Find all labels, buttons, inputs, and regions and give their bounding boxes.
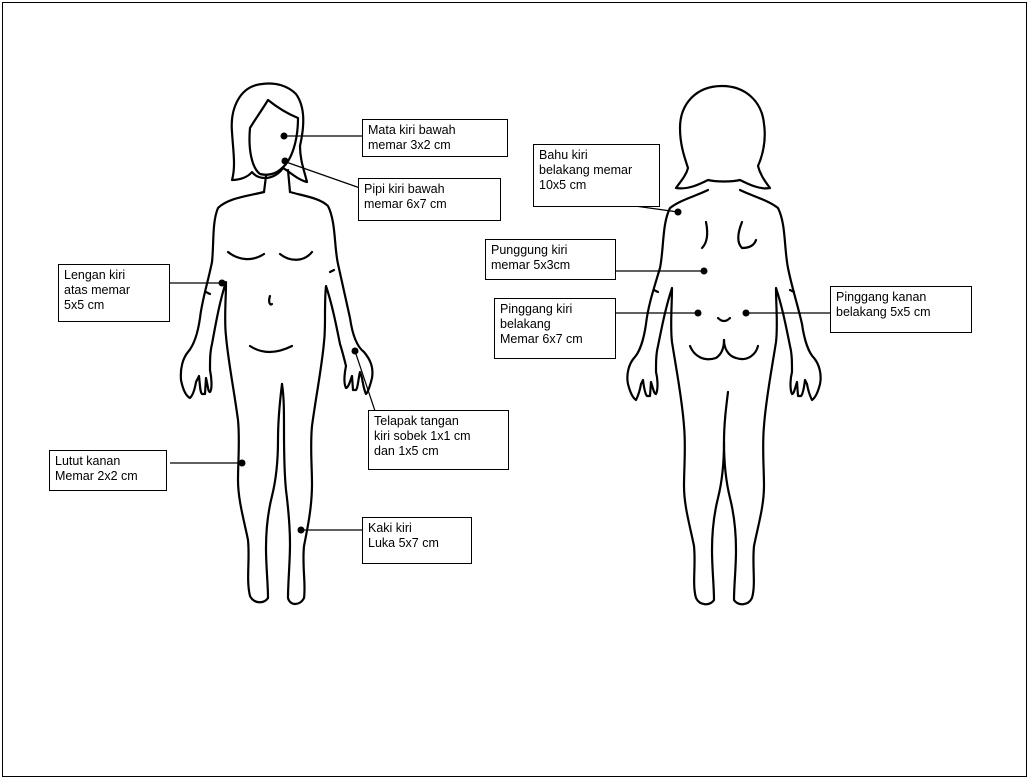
- wound-marker-telapak: [352, 348, 359, 355]
- front-body-figure: [181, 83, 373, 604]
- wound-marker-pinggang-kiri: [695, 310, 702, 317]
- wound-marker-pinggang-kanan: [743, 310, 750, 317]
- label-bahu-kiri: Bahu kiri belakang memar 10x5 cm: [533, 144, 660, 207]
- label-mata-kiri-bawah: Mata kiri bawah memar 3x2 cm: [362, 119, 508, 157]
- label-kaki-kiri: Kaki kiri Luka 5x7 cm: [362, 517, 472, 564]
- wound-marker-kaki: [298, 527, 305, 534]
- label-telapak-tangan: Telapak tangan kiri sobek 1x1 cm dan 1x5…: [368, 410, 509, 470]
- wound-marker-lengan: [219, 280, 226, 287]
- label-lengan-kiri: Lengan kiri atas memar 5x5 cm: [58, 264, 170, 322]
- wound-marker-lutut: [239, 460, 246, 467]
- wound-marker-mata: [281, 133, 288, 140]
- label-pinggang-kanan: Pinggang kanan belakang 5x5 cm: [830, 286, 972, 333]
- label-punggung-kiri: Punggung kiri memar 5x3cm: [485, 239, 616, 280]
- wound-marker-punggung: [701, 268, 708, 275]
- wound-marker-bahu: [675, 209, 682, 216]
- wound-marker-pipi: [282, 158, 289, 165]
- label-pinggang-kiri: Pinggang kiri belakang Memar 6x7 cm: [494, 298, 616, 359]
- label-lutut-kanan: Lutut kanan Memar 2x2 cm: [49, 450, 167, 491]
- label-pipi-kiri-bawah: Pipi kiri bawah memar 6x7 cm: [358, 178, 501, 221]
